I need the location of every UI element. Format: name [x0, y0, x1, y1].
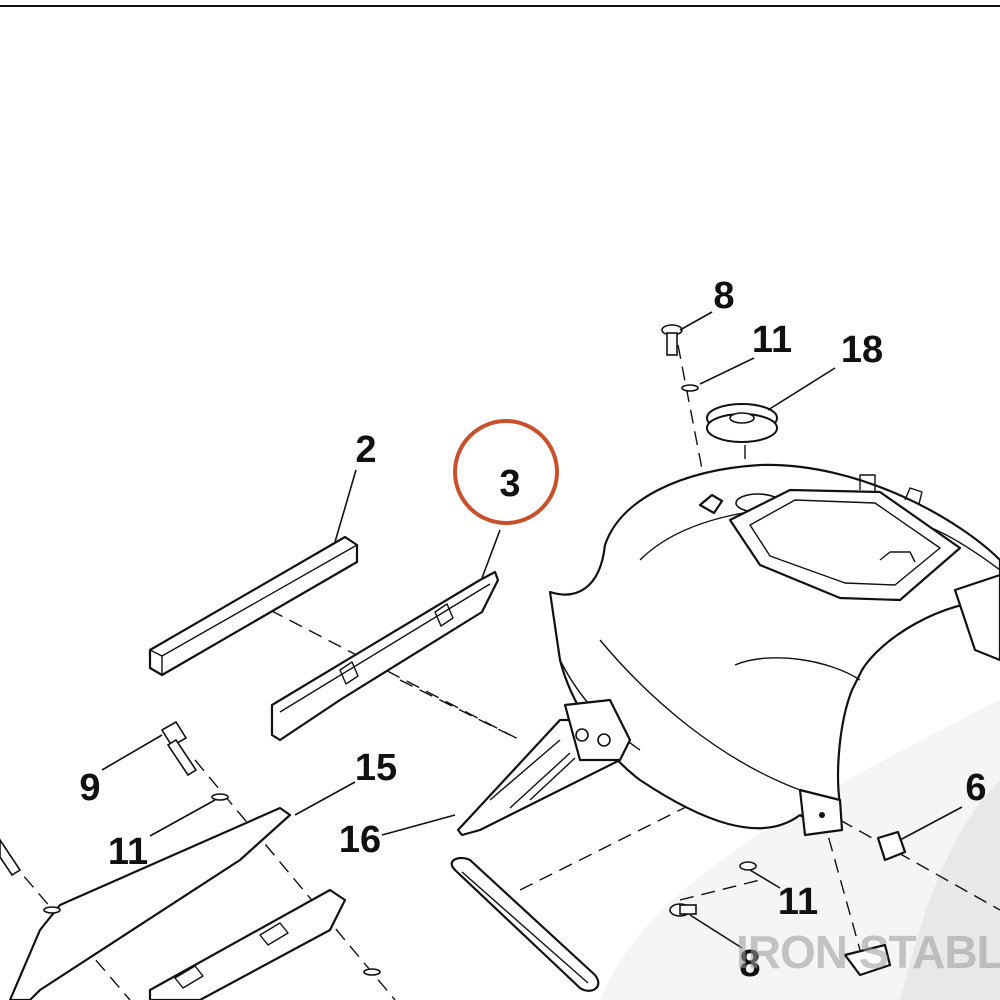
part-9-bolt: [160, 720, 198, 777]
leader-lines: [101, 311, 963, 949]
callout-11-left: 11: [108, 831, 148, 873]
part-8-screw-top: [661, 324, 683, 356]
part-18-grommet: [706, 403, 778, 443]
oval-strap: [450, 856, 600, 992]
callout-18: 18: [841, 329, 883, 371]
callout-9: 9: [79, 767, 100, 809]
callout-11-top: 11: [752, 319, 792, 361]
watermark-text: IRON STABLE: [736, 926, 1000, 978]
callout-labels: 8 11 18 2 3 9 15 11 16 6 11 8: [79, 275, 986, 985]
callout-15: 15: [355, 747, 397, 789]
bolt-fragment: [0, 838, 22, 877]
part-8-screw-lower: [669, 903, 697, 917]
callout-6: 6: [965, 767, 986, 809]
part-11-washer-top: [681, 384, 699, 392]
washer-fragment: [43, 906, 61, 914]
watermark-shape-2: [900, 780, 1000, 1000]
part-2-strip: [148, 535, 359, 677]
callout-11-lower: 11: [778, 881, 818, 923]
part-6-clip: [876, 830, 907, 862]
lower-clip: [843, 943, 892, 977]
callout-2: 2: [355, 429, 376, 471]
callout-8-top: 8: [713, 275, 734, 317]
rear-fender: [548, 463, 1000, 837]
part-11-washer-left: [211, 793, 229, 801]
watermark-shape: [600, 700, 1000, 1000]
callout-16: 16: [339, 819, 381, 861]
highlight-ring: [453, 419, 559, 525]
washer-fragment-2: [363, 968, 381, 976]
part-15-plate: [8, 806, 347, 1000]
part-11-washer-lower: [739, 861, 757, 871]
callout-3: 3: [499, 463, 520, 505]
part-3-bracket: [270, 570, 500, 742]
callout-8-lower: 8: [739, 943, 760, 985]
